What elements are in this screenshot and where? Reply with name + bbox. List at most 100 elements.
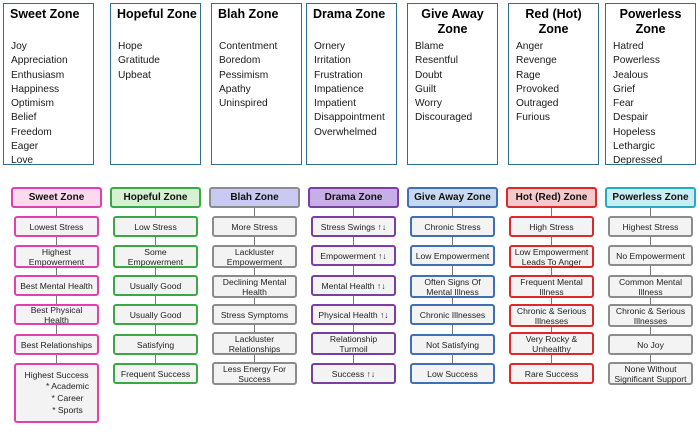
zone-word: Overwhelmed: [314, 126, 377, 138]
top-zone-drama: Drama Zone Ornery Irritation Frustration…: [306, 3, 397, 165]
zone-word: Despair: [613, 112, 649, 124]
zone-word: Uninspired: [219, 98, 268, 110]
zone-word: Hopeless: [613, 126, 656, 138]
zone-word: Irritation: [314, 55, 351, 67]
zone-card: High Stress: [509, 216, 594, 237]
top-zone-red-hot: Red (Hot) Zone Anger Revenge Rage Provok…: [508, 3, 599, 165]
card-text: Often Signs Of Mental Illness: [424, 276, 481, 297]
zone-word: Appreciation: [11, 55, 68, 67]
top-zone-give-away: Give Away Zone Blame Resentful Doubt Gui…: [407, 3, 498, 165]
zone-card: Highest Empowerment: [14, 245, 99, 268]
card-text: None Without Significant Support: [614, 363, 687, 384]
zone-card: Physical Health ↑↓: [311, 304, 396, 325]
card-text: Stress Symptoms: [220, 309, 289, 320]
zone-card: Low Empowerment: [410, 245, 495, 266]
zone-word: Revenge: [516, 55, 557, 67]
zone-card: Frequent Mental Illness: [509, 275, 594, 298]
zone-card: No Empowerment: [608, 245, 693, 266]
card-text: Low Empowerment: [415, 250, 490, 261]
card-subitem: * Academic: [46, 381, 89, 391]
card-text: Highest Success: [24, 370, 89, 380]
zone-word: Contentment: [219, 41, 278, 52]
zone-word: Rage: [516, 69, 541, 81]
zone-word: Provoked: [516, 83, 560, 95]
zone-word-list: Anger Revenge Rage Provoked Outraged Fur…: [516, 40, 559, 126]
zone-header-label: Hopeful Zone: [123, 192, 188, 203]
zone-header: Hot (Red) Zone: [506, 187, 597, 208]
zone-word: Joy: [11, 41, 27, 52]
card-text: Chronic Stress: [424, 221, 481, 232]
card-text: Physical Health ↑↓: [318, 309, 389, 320]
card-text: Chronic & Serious Illnesses: [516, 305, 587, 326]
zone-header: Powerless Zone: [605, 187, 696, 208]
zone-word: Depressed: [613, 155, 663, 167]
top-zone-sweet: Sweet Zone Joy Appreciation Enthusiasm H…: [3, 3, 94, 167]
card-text: Chronic Illnesses: [419, 309, 486, 320]
zone-word: Pessimism: [219, 69, 269, 81]
zone-word-list: Blame Resentful Doubt Guilt Worry Discou…: [415, 40, 472, 126]
zone-word: Impatient: [314, 98, 356, 110]
zone-title: Powerless Zone: [619, 7, 682, 36]
zone-card: Lowest Stress: [14, 216, 99, 237]
zone-card: Chronic & Serious Illnesses: [509, 304, 594, 327]
card-text: Stress Swings ↑↓: [320, 221, 387, 232]
zone-word-list: Hatred Powerless Jealous Grief Fear Desp…: [613, 40, 662, 169]
zone-word: Upbeat: [118, 69, 151, 81]
zone-header-label: Drama Zone: [324, 192, 383, 203]
zone-card: Low Empowerment Leads To Anger: [509, 245, 594, 268]
zone-card: None Without Significant Support: [608, 362, 693, 385]
zone-card: Low Stress: [113, 216, 198, 237]
zone-title: Hopeful Zone: [117, 7, 197, 21]
zone-title: Sweet Zone: [10, 7, 80, 21]
card-text: Frequent Mental Illness: [520, 276, 583, 297]
zone-header-label: Hot (Red) Zone: [515, 192, 588, 203]
zone-title: Give Away Zone: [421, 7, 484, 36]
card-text: Lackluster Empowerment: [226, 246, 283, 267]
zone-word: Jealous: [613, 69, 649, 81]
zone-card: Relationship Turmoil: [311, 332, 396, 355]
zone-header-label: Blah Zone: [230, 192, 279, 203]
card-text: Best Relationships: [20, 339, 93, 350]
zone-card: Best Physical Health: [14, 304, 99, 325]
card-text: Low Success: [427, 368, 478, 379]
zone-title: Drama Zone: [313, 7, 386, 21]
zone-word: Blame: [415, 41, 444, 52]
card-text: Usually Good: [129, 309, 182, 320]
card-text: More Stress: [231, 221, 278, 232]
card-text: Low Stress: [134, 221, 177, 232]
card-text: Highest Stress: [622, 221, 679, 232]
card-text: Frequent Success: [120, 368, 191, 379]
zone-card: Satisfying: [113, 334, 198, 355]
card-text: Empowerment ↑↓: [320, 250, 387, 261]
zone-word: Lethargic: [613, 141, 655, 153]
zone-card: Very Rocky & Unhealthy: [509, 332, 594, 355]
zone-card: Chronic Illnesses: [410, 304, 495, 325]
card-text: Chronic & Serious Illnesses: [615, 305, 686, 326]
zone-word: Guilt: [415, 83, 436, 95]
zone-word: Impatience: [314, 83, 364, 95]
zone-card: Rare Success: [509, 363, 594, 384]
zone-card: More Stress: [212, 216, 297, 237]
zone-word: Boredom: [219, 55, 261, 67]
zone-card: Chronic & Serious Illnesses: [608, 304, 693, 327]
zone-card: Low Success: [410, 363, 495, 384]
zone-header: Give Away Zone: [407, 187, 498, 208]
zone-header-label: Give Away Zone: [414, 192, 491, 203]
zone-card: Stress Symptoms: [212, 304, 297, 325]
zone-card: Best Relationships: [14, 334, 99, 355]
zone-card: Common Mental Illness: [608, 275, 693, 298]
zone-word: Doubt: [415, 69, 443, 81]
zone-word: Frustration: [314, 69, 363, 81]
zone-card: Highest Stress: [608, 216, 693, 237]
zone-header-label: Powerless Zone: [612, 192, 689, 203]
card-text: Best Mental Health: [20, 280, 93, 291]
zone-word: Fear: [613, 98, 634, 110]
zone-word: Love: [11, 155, 34, 167]
connector-line: [56, 208, 57, 398]
zone-word: Grief: [613, 83, 636, 95]
card-text: Some Empowerment: [127, 246, 184, 267]
card-text: Mental Health ↑↓: [321, 280, 386, 291]
zone-card: Usually Good: [113, 304, 198, 325]
card-text: Less Energy For Success: [222, 363, 287, 384]
zone-header-label: Sweet Zone: [28, 192, 85, 203]
